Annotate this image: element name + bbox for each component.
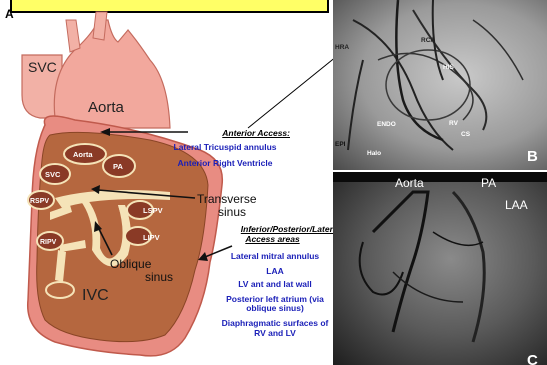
rv-label: RV xyxy=(449,120,458,127)
c-laa-label: LAA xyxy=(505,198,528,212)
his-label: HIS xyxy=(443,64,454,71)
cs-label: CS xyxy=(461,131,470,138)
halo-label: Halo xyxy=(367,150,381,157)
fluoro-b-wires xyxy=(333,0,547,170)
fluoro-panel-b: HRA RCA HIS ENDO RV CS EPI Halo B xyxy=(333,0,547,170)
panel-c-label: C xyxy=(527,352,538,365)
c-aorta-label: Aorta xyxy=(395,176,424,190)
panel-b-label: B xyxy=(527,148,538,165)
c-pa-label: PA xyxy=(481,176,496,190)
hra-label: HRA xyxy=(335,44,349,51)
rca-label: RCA xyxy=(421,37,435,44)
fluoro-panel-c: Aorta PA LAA C xyxy=(333,172,547,365)
epi-label: EPI xyxy=(335,141,345,148)
endo-label: ENDO xyxy=(377,121,396,128)
